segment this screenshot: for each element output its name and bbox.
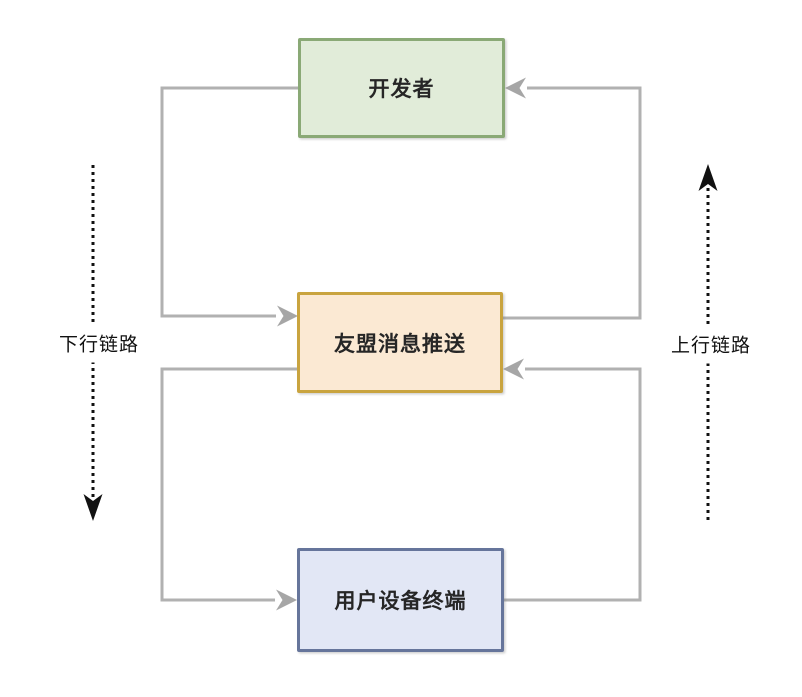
node-developer-label: 开发者 xyxy=(368,78,435,101)
arrowhead-into-developer-icon xyxy=(505,77,526,99)
arrowhead-into-device-icon xyxy=(276,589,297,611)
downlink-label: 下行链路 xyxy=(56,323,142,363)
uplink-label: 上行链路 xyxy=(668,324,754,364)
node-umeng-push-label: 友盟消息推送 xyxy=(334,332,466,356)
connector-developer-to-push xyxy=(160,86,298,318)
node-user-device-label: 用户设备终端 xyxy=(334,590,467,613)
downlink-arrowhead-icon xyxy=(83,494,103,521)
node-user-device: 用户设备终端 xyxy=(297,548,504,652)
arrowhead-into-push-left-icon xyxy=(277,305,298,327)
connector-device-to-push xyxy=(504,367,642,602)
node-umeng-push: 友盟消息推送 xyxy=(297,292,503,393)
connector-push-to-developer xyxy=(503,86,642,320)
uplink-arrowhead-icon xyxy=(698,164,718,191)
connector-push-to-device xyxy=(160,367,297,602)
node-developer: 开发者 xyxy=(298,38,505,138)
arrowhead-into-push-right-icon xyxy=(503,358,524,380)
